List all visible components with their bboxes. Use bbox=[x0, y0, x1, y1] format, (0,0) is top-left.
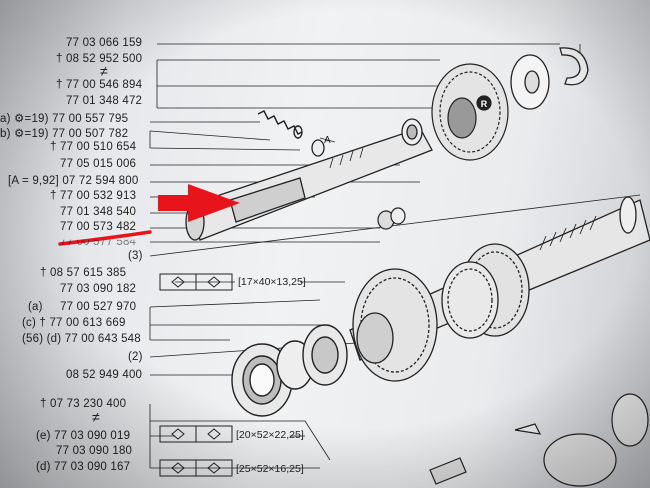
part-reference: (2) bbox=[128, 351, 143, 363]
upper-shaft: A bbox=[185, 118, 433, 241]
part-number: [A = 9,92] 07 72 594 800 bbox=[8, 175, 139, 187]
bearings bbox=[231, 324, 348, 417]
dimension-a-label: A bbox=[324, 135, 331, 146]
part-number: b) ⚙=19) 77 00 507 782 bbox=[0, 128, 129, 140]
bearing-dimension: [25×52×16,25] bbox=[236, 463, 304, 475]
spring bbox=[257, 110, 303, 139]
top-gear: R bbox=[431, 63, 509, 161]
not-equal-sign: ≠ bbox=[100, 63, 108, 79]
bearing-type-boxes bbox=[159, 273, 233, 477]
part-number-highlighted: 77 00 573 482 bbox=[60, 221, 137, 233]
part-number: (d) 77 03 090 167 bbox=[36, 461, 131, 473]
part-number: a) ⚙=19) 77 00 557 795 bbox=[0, 113, 129, 125]
part-number: 77 03 090 182 bbox=[60, 283, 137, 295]
part-number: † 08 57 615 385 bbox=[40, 267, 127, 279]
part-number: † 77 00 510 654 bbox=[50, 141, 137, 153]
bottom-gears bbox=[429, 393, 649, 487]
part-number: † 77 00 546 894 bbox=[56, 79, 143, 91]
part-number: 77 03 066 159 bbox=[66, 37, 143, 49]
part-number-partially-obscured: 77 00 577 584 bbox=[60, 236, 137, 248]
part-number: (c) † 77 00 613 669 bbox=[22, 317, 126, 329]
part-number: (e) 77 03 090 019 bbox=[36, 430, 131, 442]
bearing-mark-r: R bbox=[481, 99, 488, 109]
bearing-dimension: [20×52×22,25] bbox=[236, 429, 304, 441]
part-number: † 08 52 952 500 bbox=[56, 53, 143, 65]
not-equal-sign: ≠ bbox=[92, 409, 100, 425]
part-number: 77 03 090 180 bbox=[56, 445, 133, 457]
bearing-dimension: [17×40×13,25] bbox=[238, 276, 306, 288]
part-number: (56) (d) 77 00 643 548 bbox=[22, 333, 141, 345]
part-reference: (3) bbox=[128, 250, 143, 262]
part-number: 08 52 949 400 bbox=[66, 369, 143, 381]
part-number: (a) 77 00 527 970 bbox=[28, 301, 137, 313]
part-number: 77 05 015 006 bbox=[60, 158, 137, 170]
red-underline bbox=[58, 230, 152, 246]
part-number: 77 01 348 540 bbox=[60, 206, 137, 218]
part-number: † 07 73 230 400 bbox=[40, 398, 127, 410]
lower-gears bbox=[352, 243, 530, 382]
snap-ring-washer bbox=[510, 47, 589, 110]
red-highlight-arrow bbox=[158, 184, 240, 222]
small-pin bbox=[377, 207, 406, 230]
part-number: † 77 00 532 913 bbox=[50, 190, 137, 202]
part-number: 77 01 348 472 bbox=[66, 95, 143, 107]
